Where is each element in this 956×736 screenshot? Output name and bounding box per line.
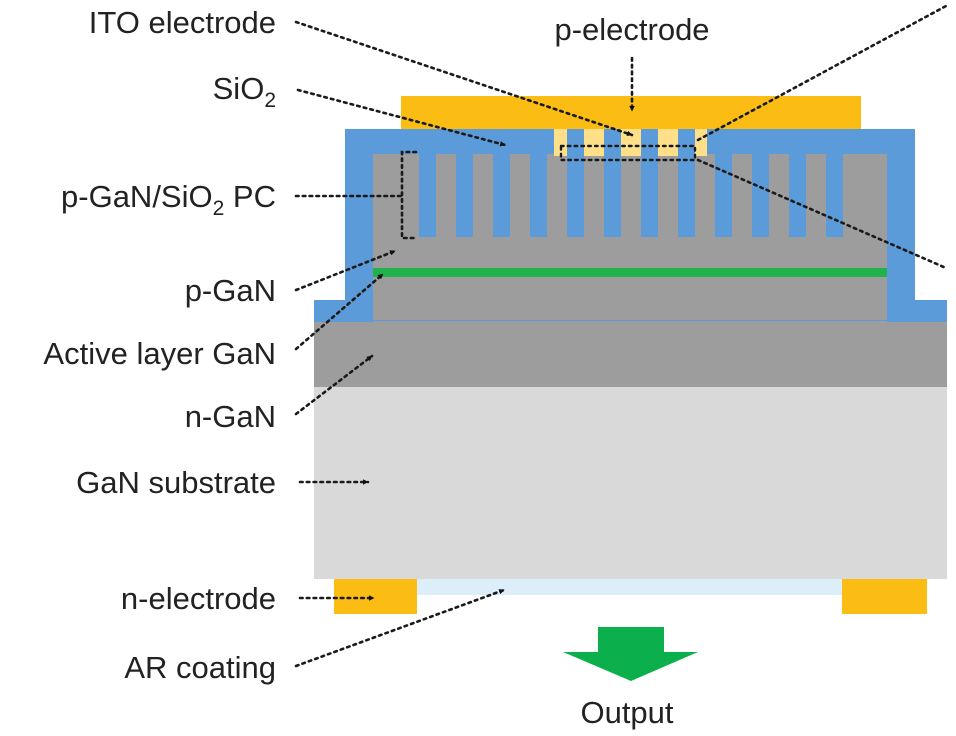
label-p-gan: p-GaN — [185, 273, 276, 308]
label-sio2-main: SiO — [213, 71, 265, 106]
ito-electrode — [554, 129, 707, 156]
active-layer — [373, 268, 887, 277]
label-active-layer: Active layer GaN — [43, 336, 276, 371]
n-electrode-right — [842, 579, 927, 614]
label-pc-suffix: PC — [224, 179, 276, 214]
n-gan-layer — [314, 320, 947, 387]
label-n-gan: n-GaN — [185, 399, 276, 434]
label-output: Output — [580, 695, 673, 730]
label-pc: p-GaN/SiO2 PC — [61, 179, 276, 220]
n-electrode-left — [334, 579, 417, 614]
label-pc-subscript: 2 — [213, 197, 225, 220]
label-sio2-subscript: 2 — [264, 89, 276, 112]
gan-substrate-layer — [314, 387, 947, 579]
ar-coating — [417, 579, 842, 595]
label-gan-substrate: GaN substrate — [76, 465, 276, 500]
label-pc-main: p-GaN/SiO — [61, 179, 213, 214]
leader-lines — [294, 4, 948, 668]
output-arrow — [563, 627, 698, 681]
label-n-electrode: n-electrode — [121, 581, 276, 616]
label-sio2: SiO2 — [213, 71, 276, 112]
label-ar-coating: AR coating — [124, 650, 276, 685]
photonic-crystal-holes — [419, 140, 843, 237]
label-p-electrode: p-electrode — [554, 12, 709, 47]
label-ito-electrode: ITO electrode — [89, 5, 276, 40]
p-gan-mesa — [373, 154, 887, 320]
